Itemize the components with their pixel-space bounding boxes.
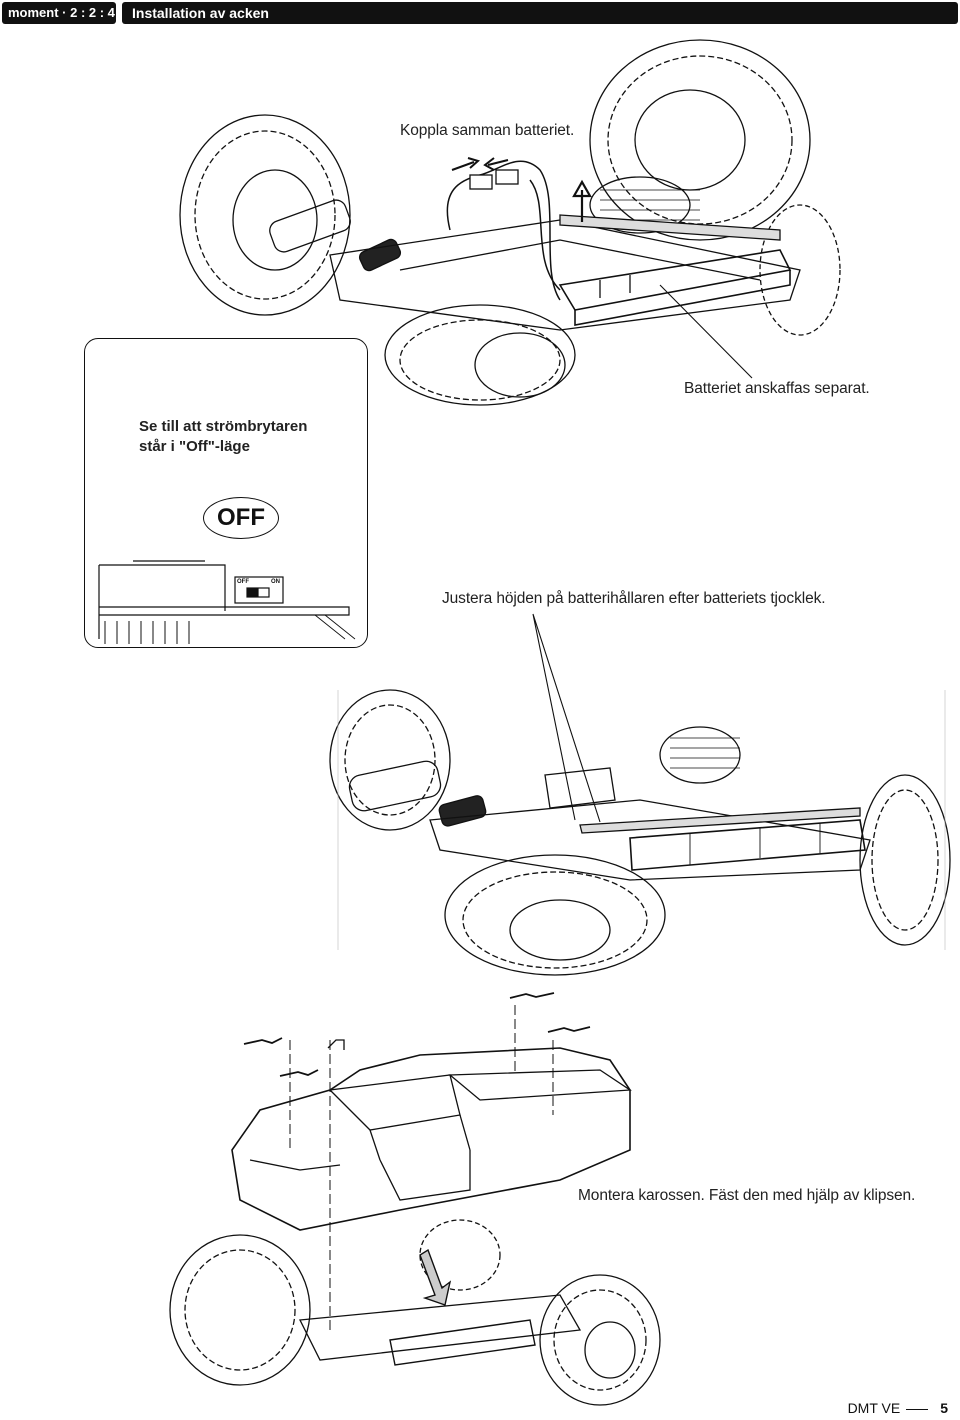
page-footer: DMT VE 5: [848, 1400, 948, 1416]
switch-callout-line2: står i "Off"-läge: [139, 438, 250, 455]
page-title: Installation av acken: [122, 2, 958, 24]
switch-callout-line1: Se till att strömbrytaren: [139, 418, 308, 435]
battery-holder-illustration: [329, 613, 951, 976]
switch-off-label: OFF: [237, 579, 249, 585]
off-bubble: OFF: [203, 497, 279, 539]
footer-rule: [906, 1408, 929, 1410]
chassis-battery-illustration: [179, 39, 841, 406]
connect-battery-caption: Koppla samman batteriet.: [400, 122, 575, 139]
mount-body-caption: Montera karossen. Fäst den med hjälp av …: [578, 1187, 916, 1204]
switch-box-drawing: [98, 560, 356, 644]
switch-callout-text: Se till att strömbrytaren står i "Off"-l…: [139, 417, 307, 457]
switch-on-label: ON: [271, 579, 280, 585]
footer-model: DMT VE: [847, 1400, 901, 1416]
adjust-holder-caption: Justera höjden på batterihållaren efter …: [442, 590, 826, 607]
section-number: moment · 2 : 2 : 4: [2, 2, 116, 24]
switch-callout: Se till att strömbrytaren står i "Off"-l…: [84, 338, 368, 648]
battery-separate-caption: Batteriet anskaffas separat.: [684, 380, 870, 397]
mount-body-illustration: [169, 992, 661, 1406]
page-number: 5: [940, 1400, 948, 1416]
